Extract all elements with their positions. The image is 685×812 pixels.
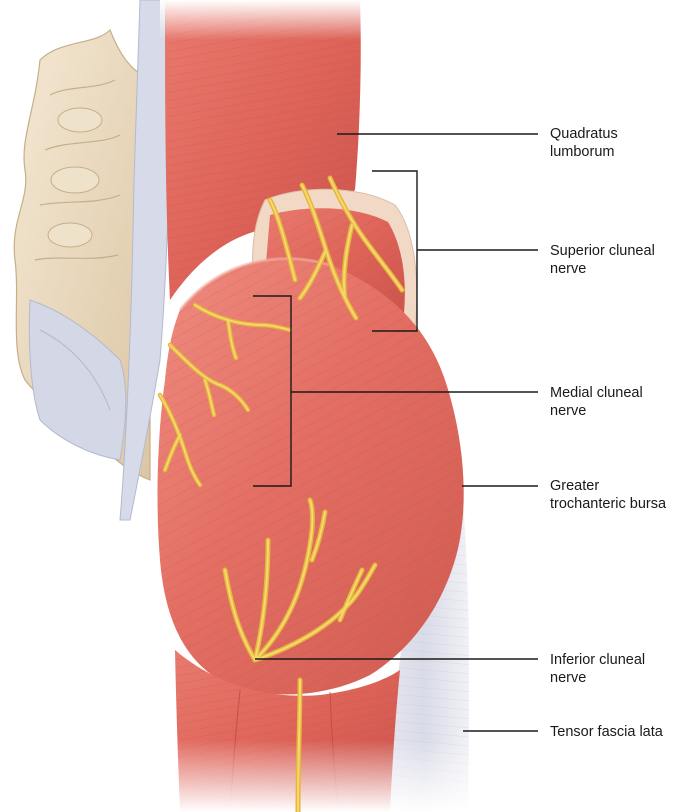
medial-cluneal-nerve <box>157 302 293 488</box>
quadratus-lumborum-muscle <box>160 0 370 300</box>
label-tensor-fascia-lata: Tensor fascia lata <box>550 724 664 740</box>
inferior-cluneal-nerve <box>222 497 378 812</box>
sacral-ligaments <box>28 299 127 461</box>
gluteus-maximus-muscle <box>157 257 464 695</box>
bracket-superior-cluneal <box>372 170 418 332</box>
labels: Quadratus lumborum Superior cluneal nerv… <box>550 126 667 740</box>
superior-cluneal-nerve <box>267 175 405 321</box>
label-inferior-cluneal-nerve: Inferior cluneal nerve <box>550 652 649 686</box>
label-quadratus-lumborum: Quadratus lumborum <box>550 126 622 160</box>
thigh-muscles <box>160 650 490 812</box>
label-superior-cluneal-nerve: Superior cluneal nerve <box>550 243 659 277</box>
label-medial-cluneal-nerve: Medial cluneal nerve <box>550 385 647 419</box>
bracket-medial-cluneal <box>253 295 292 487</box>
label-greater-trochanteric-bursa: Greater trochanteric bursa <box>550 478 667 512</box>
leader-lines <box>253 133 538 732</box>
